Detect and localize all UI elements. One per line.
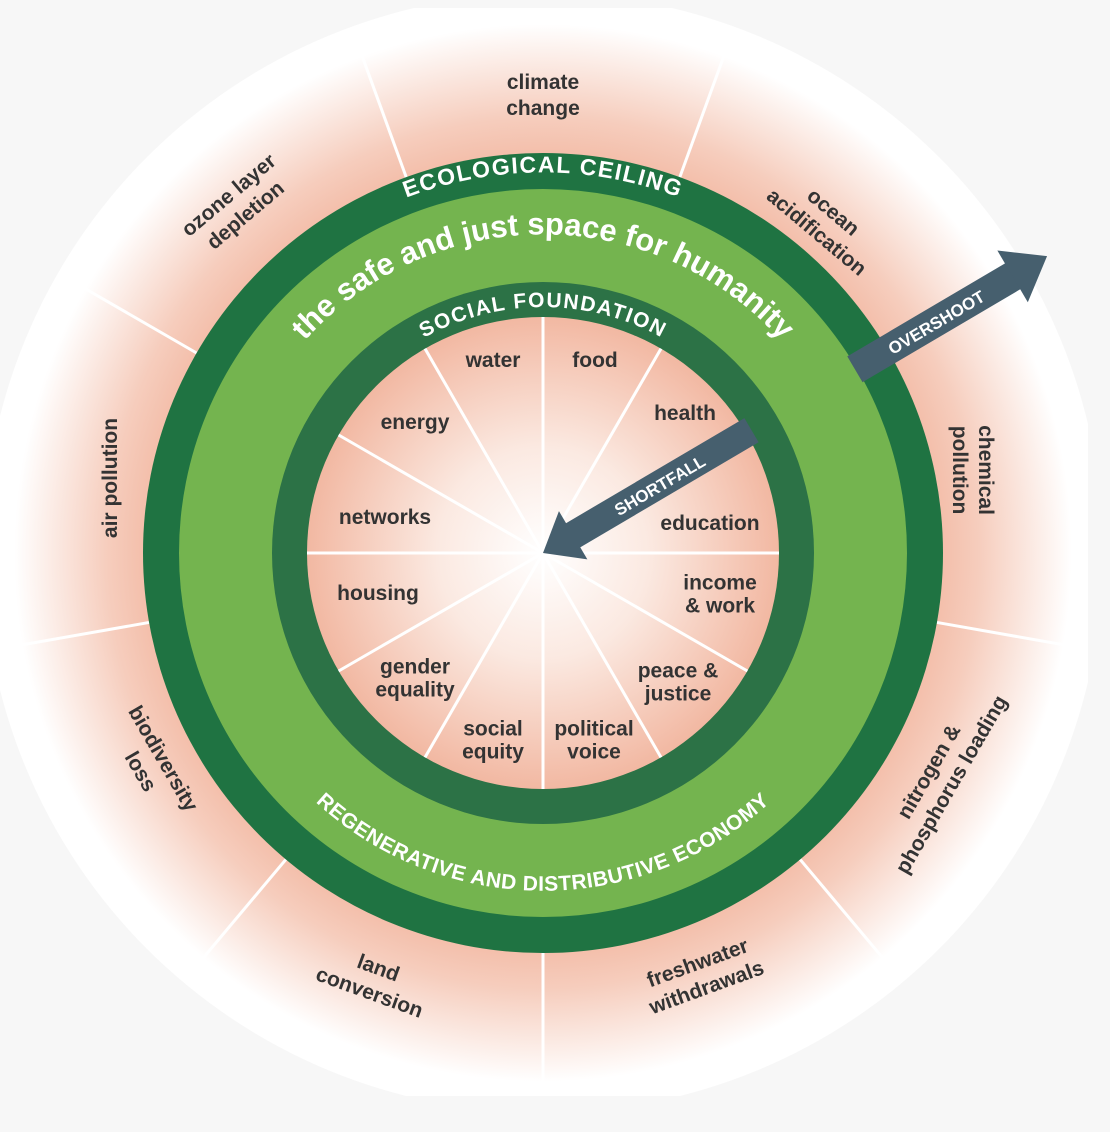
label-line: voice [567, 741, 621, 764]
label-line: change [506, 97, 580, 120]
label-line: energy [381, 411, 450, 434]
inner-divider [423, 347, 545, 554]
outer-divider [798, 858, 895, 972]
outer-divider [678, 40, 731, 178]
outer-divider [936, 620, 1080, 650]
inner-divider [423, 552, 545, 759]
social-dimension-label: health [654, 402, 716, 425]
label-line: education [660, 512, 759, 535]
outer-divider [355, 40, 408, 178]
social-dimension-label: networks [339, 506, 431, 529]
social-dimension-label: water [465, 349, 521, 372]
social-dimension-label: education [660, 512, 759, 535]
label-line: networks [339, 506, 431, 529]
outer-divider [70, 279, 198, 355]
inner-divider [541, 552, 663, 759]
inner-divider [542, 551, 749, 673]
label-line: social [463, 718, 523, 741]
label-line: peace & [638, 660, 719, 683]
label-line: political [554, 718, 633, 741]
label-line: equality [375, 679, 455, 702]
ecological-dimension-label: climate change [506, 71, 580, 120]
social-dimension-label: housing [337, 582, 419, 605]
label-line: pollution [948, 426, 971, 515]
label-line: gender [380, 656, 450, 679]
label-line: income [683, 572, 757, 595]
outer-divider [6, 620, 150, 650]
label-line: air pollution [99, 418, 122, 538]
ecological-dimension-label: air pollution [99, 418, 122, 538]
inner-divider [337, 433, 544, 555]
label-line: housing [337, 582, 419, 605]
label-line: chemical [974, 425, 997, 515]
inner-divider [337, 551, 544, 673]
outer-divider [191, 858, 288, 972]
label-line: equity [462, 741, 524, 764]
social-dimension-label: food [572, 349, 617, 372]
label-line: water [465, 349, 521, 372]
label-line: health [654, 402, 716, 425]
label-line: justice [644, 683, 712, 706]
label-line: climate [507, 71, 579, 94]
social-dimension-label: peace &justice [638, 660, 719, 706]
label-line: food [572, 349, 617, 372]
label-line: & work [685, 595, 755, 618]
social-dimension-label: income& work [683, 572, 757, 618]
ecological-dimension-label: chemicalpollution [948, 425, 997, 515]
social-dimension-label: energy [381, 411, 450, 434]
